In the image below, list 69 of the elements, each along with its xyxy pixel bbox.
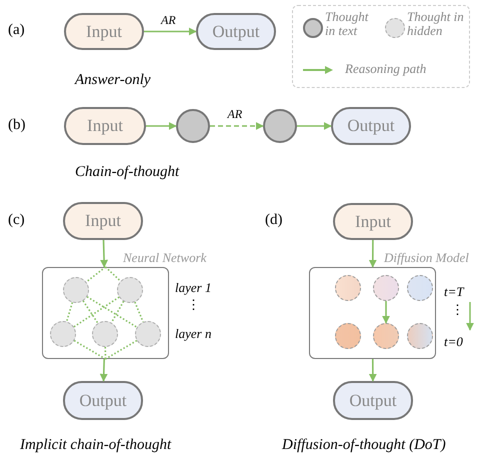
arrow	[146, 122, 177, 130]
input-pill	[333, 203, 413, 240]
node-label: Output	[79, 390, 127, 410]
arrow	[144, 28, 197, 36]
arrow	[100, 358, 108, 382]
node-label: Output	[212, 22, 260, 42]
node-label: Output	[347, 116, 395, 136]
output-pill	[63, 381, 143, 420]
legend-label: Thought in hidden	[407, 10, 465, 38]
node-label: Input	[355, 212, 391, 232]
hidden-thought-circle	[134, 320, 160, 346]
thought-circle	[176, 109, 210, 143]
node-label: Input	[85, 211, 121, 231]
diffusion-thought-circle	[372, 274, 398, 300]
layer-label: layer n	[175, 327, 212, 342]
timestep-label: t=0	[444, 335, 463, 350]
caption: Answer-only	[75, 72, 151, 88]
connection-line	[110, 300, 124, 324]
input-pill	[63, 202, 143, 240]
ellipsis: ⋮	[187, 298, 200, 312]
node-label: Output	[349, 390, 397, 410]
arrow	[100, 240, 108, 268]
output-pill	[333, 381, 413, 420]
legend-label: Thought in text	[325, 10, 370, 38]
output-pill	[331, 107, 411, 145]
connection-line	[86, 266, 106, 283]
diffusion-thought-circle	[334, 322, 360, 348]
legend-label: Reasoning path	[345, 62, 428, 76]
output-pill	[196, 13, 276, 50]
connection-line	[73, 296, 120, 328]
panel-letter: (d)	[265, 212, 282, 228]
node-label: Input	[86, 22, 122, 42]
model-heading: Neural Network	[123, 251, 206, 266]
diffusion-thought-circle	[334, 274, 360, 300]
connection-line	[105, 340, 138, 360]
timestep-label: t=T	[444, 285, 464, 300]
input-pill	[64, 107, 146, 145]
hidden-thought-circle	[116, 276, 142, 302]
hidden-thought-circle	[50, 320, 76, 346]
panel-letter: (b)	[8, 117, 26, 134]
connection-line	[134, 302, 144, 322]
connection-line	[66, 302, 74, 322]
diffusion-thought-circle	[372, 322, 398, 348]
layer-label: layer 1	[175, 281, 212, 296]
connection-line	[104, 266, 122, 282]
ellipsis: ⋮	[451, 303, 464, 318]
arrow	[382, 301, 390, 324]
thought-circle	[263, 109, 297, 143]
caption: Diffusion-of-thought (DoT)	[282, 437, 446, 454]
connection-line	[74, 340, 106, 360]
diffusion-thought-circle	[406, 274, 432, 300]
diffusion-thought-circle	[406, 322, 432, 348]
hidden-thought-circle	[92, 320, 118, 346]
arrow	[297, 122, 332, 130]
caption: Chain-of-thought	[75, 164, 180, 180]
connection-line	[104, 346, 106, 360]
node-label: Input	[87, 116, 123, 136]
caption: Implicit chain-of-thought	[20, 437, 172, 454]
edge-label: AR	[160, 14, 177, 27]
model-heading: Diffusion Model	[384, 251, 469, 266]
arrow	[210, 122, 264, 130]
input-pill	[64, 13, 144, 50]
panel-letter: (c)	[8, 212, 25, 228]
hidden-thought-circle	[62, 276, 88, 302]
connection-line	[86, 296, 138, 328]
arrow	[368, 359, 377, 382]
panel-letter: (a)	[8, 22, 25, 38]
connection-line	[82, 300, 99, 324]
arrow	[368, 240, 377, 268]
